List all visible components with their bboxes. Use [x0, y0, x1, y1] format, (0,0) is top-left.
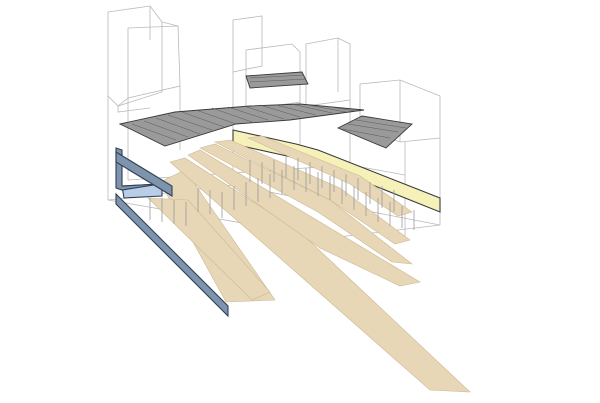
blue-wall	[115, 147, 229, 318]
hatched-deck	[118, 71, 413, 149]
support-posts	[149, 156, 415, 230]
platform-strips	[147, 135, 471, 393]
